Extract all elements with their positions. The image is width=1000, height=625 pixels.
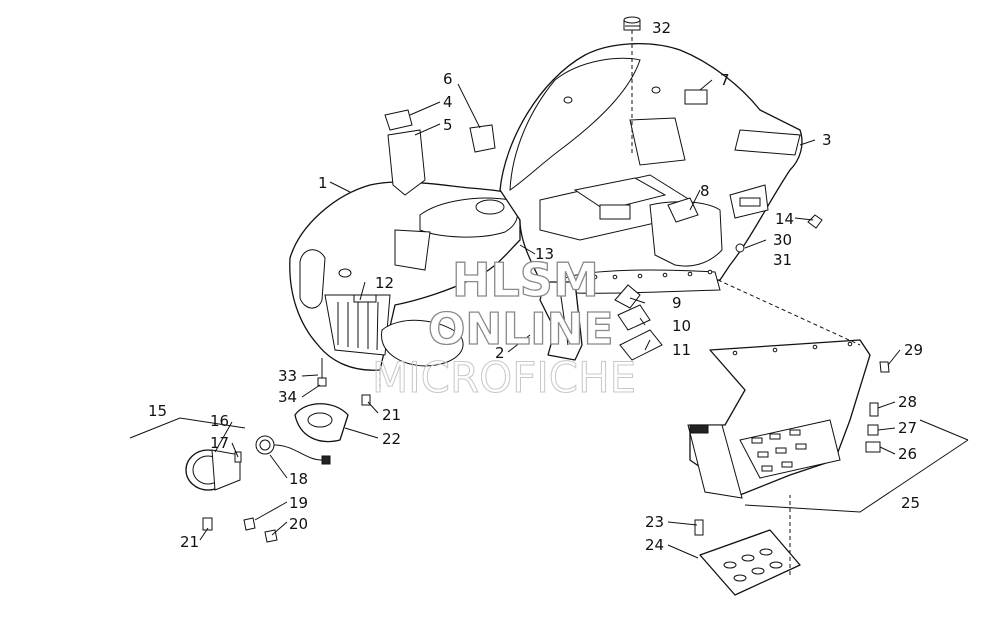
callout-19: 19 xyxy=(289,494,308,512)
callout-15: 15 xyxy=(148,402,167,420)
callout-31: 31 xyxy=(773,251,792,269)
callout-20: 20 xyxy=(289,515,308,533)
leader-lines xyxy=(199,25,901,559)
footrest-plate xyxy=(699,495,801,596)
callout-12: 12 xyxy=(375,274,394,292)
footwell-panel xyxy=(687,339,871,499)
watermark-line-2: ONLINE xyxy=(428,304,614,355)
side-panel-bracket xyxy=(539,281,583,361)
callout-2: 2 xyxy=(495,344,505,362)
callout-21-upper: 21 xyxy=(382,406,401,424)
callout-33: 33 xyxy=(278,367,297,385)
callout-23: 23 xyxy=(645,513,664,531)
callout-27: 27 xyxy=(898,419,917,437)
callout-labels: 1 2 3 4 5 6 7 8 9 10 11 12 13 14 15 16 1… xyxy=(148,19,923,554)
headlight-assembly xyxy=(185,403,349,491)
callout-7: 7 xyxy=(720,71,730,89)
callout-24: 24 xyxy=(645,536,664,554)
callout-5: 5 xyxy=(443,116,453,134)
callout-21-lower: 21 xyxy=(180,533,199,551)
callout-4: 4 xyxy=(443,93,453,111)
fasteners xyxy=(202,214,890,543)
callout-1: 1 xyxy=(318,174,328,192)
callout-13: 13 xyxy=(535,245,554,263)
grouping-lines xyxy=(129,279,969,513)
callout-18: 18 xyxy=(289,470,308,488)
watermark-line-3: MICROFICHE xyxy=(372,353,636,402)
watermark: HLSM ONLINE MICROFICHE xyxy=(372,252,637,402)
callout-25: 25 xyxy=(901,494,920,512)
callout-3: 3 xyxy=(822,131,832,149)
callout-30: 30 xyxy=(773,231,792,249)
callout-6: 6 xyxy=(443,70,453,88)
front-fender-body xyxy=(289,181,521,371)
callout-14: 14 xyxy=(775,210,794,228)
callout-32: 32 xyxy=(652,19,671,37)
callout-16: 16 xyxy=(210,412,229,430)
callout-9: 9 xyxy=(672,294,682,312)
callout-28: 28 xyxy=(898,393,917,411)
watermark-line-1: HLSM xyxy=(452,253,599,307)
callout-34: 34 xyxy=(278,388,297,406)
callout-10: 10 xyxy=(672,317,691,335)
callout-29: 29 xyxy=(904,341,923,359)
seat-cap-32 xyxy=(623,16,641,155)
callout-17: 17 xyxy=(210,434,229,452)
rear-fender-body xyxy=(499,43,803,294)
callout-26: 26 xyxy=(898,445,917,463)
callout-22: 22 xyxy=(382,430,401,448)
callout-11: 11 xyxy=(672,341,691,359)
decals xyxy=(384,109,663,361)
callout-8: 8 xyxy=(700,182,710,200)
